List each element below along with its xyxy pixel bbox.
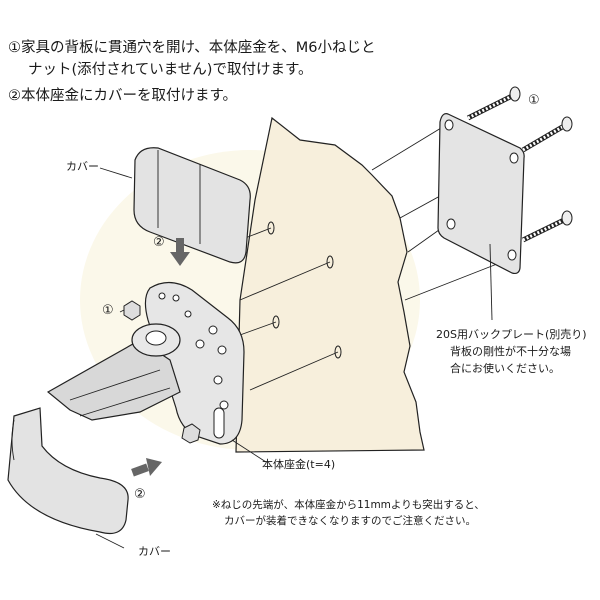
screw-2	[521, 116, 573, 153]
backplate-label-line3: 合にお使いください。	[450, 362, 560, 375]
base-plate-label: 本体座金(t=4)	[262, 458, 336, 471]
cover-top-leader	[99, 167, 133, 179]
arrow-down	[170, 238, 190, 266]
arrow-right	[131, 458, 162, 477]
furniture-back-board	[235, 116, 425, 453]
instruction-line-2: ナット(添付されていません)で取付けます。	[28, 62, 313, 78]
bottom-cover	[7, 407, 129, 535]
board-hole-1	[267, 221, 275, 235]
nut-bottom-icon	[181, 423, 201, 444]
step2-top-marker: ②	[153, 235, 165, 250]
board-hole-4	[334, 345, 342, 359]
instruction-line-3: ②本体座金にカバーを取付けます。	[8, 88, 238, 104]
backplate-hole-4	[507, 249, 517, 261]
screw-1	[466, 86, 521, 121]
backplate-label-line2: 背板の剛性が不十分な場	[450, 345, 571, 358]
cover-top-label: カバー	[66, 160, 99, 173]
base-plate-leader	[231, 439, 267, 463]
caution-note-line1: ※ねじの先端が、本体座金から11mmよりも突出すると、	[212, 499, 485, 511]
backplate-hole-1	[444, 119, 454, 131]
cover-bottom-label: カバー	[138, 545, 171, 558]
backplate-hole-3	[446, 218, 456, 230]
nut-icon	[123, 300, 141, 321]
top-cover	[133, 147, 251, 264]
back-plate	[437, 113, 525, 275]
caution-note-line2: カバーが装着できなくなりますのでご注意ください。	[224, 515, 476, 527]
step1-screws-marker: ①	[528, 93, 540, 108]
board-hole-3	[272, 315, 280, 329]
step2-bottom-marker: ②	[134, 487, 146, 502]
arm	[46, 323, 181, 421]
backplate-leader	[489, 243, 493, 321]
backplate-hole-2	[509, 152, 519, 164]
base-plate	[144, 281, 245, 445]
board-hole-2	[326, 255, 334, 269]
step1-nut-marker: ①	[102, 303, 114, 318]
instruction-line-1: ①家具の背板に貫通穴を開け、本体座金を、M6小ねじと	[8, 40, 376, 56]
backplate-label-line1: 20S用バックプレート(別売り)	[436, 328, 587, 341]
screw-3	[521, 210, 573, 243]
cover-bottom-leader	[95, 533, 125, 549]
